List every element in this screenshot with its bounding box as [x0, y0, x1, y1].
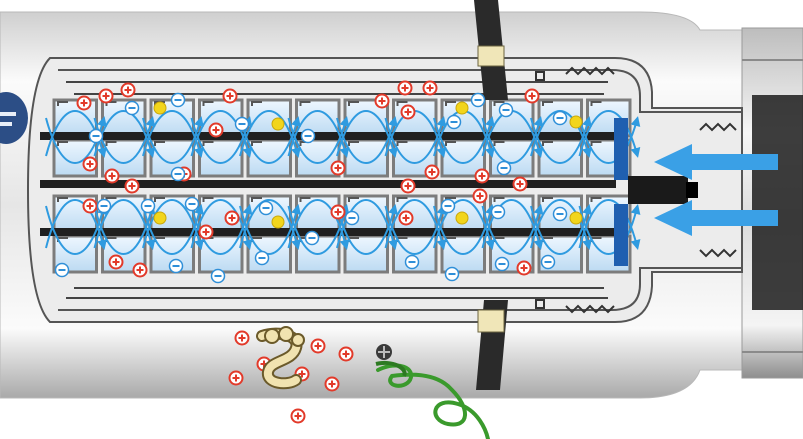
center-post: [628, 176, 688, 204]
cell: [248, 140, 291, 176]
gas-bubble: [272, 216, 284, 228]
gas-bubble: [570, 212, 582, 224]
gas-bubble: [154, 102, 166, 114]
cell: [345, 140, 388, 176]
cell: [491, 140, 534, 176]
cell: [248, 100, 291, 136]
electrode-bar: [40, 132, 616, 140]
cell: [491, 100, 534, 136]
cell: [539, 140, 582, 176]
gas-bubble: [154, 212, 166, 224]
end-plate-lower: [614, 204, 628, 266]
electrode-bar: [40, 228, 616, 236]
cell: [297, 100, 340, 136]
gas-bubble: [570, 116, 582, 128]
gas-bubble: [272, 118, 284, 130]
gas-bubble: [456, 102, 468, 114]
end-plate-upper: [614, 118, 628, 180]
cell: [394, 100, 437, 136]
cell: [200, 140, 243, 176]
gas-bubble: [456, 212, 468, 224]
